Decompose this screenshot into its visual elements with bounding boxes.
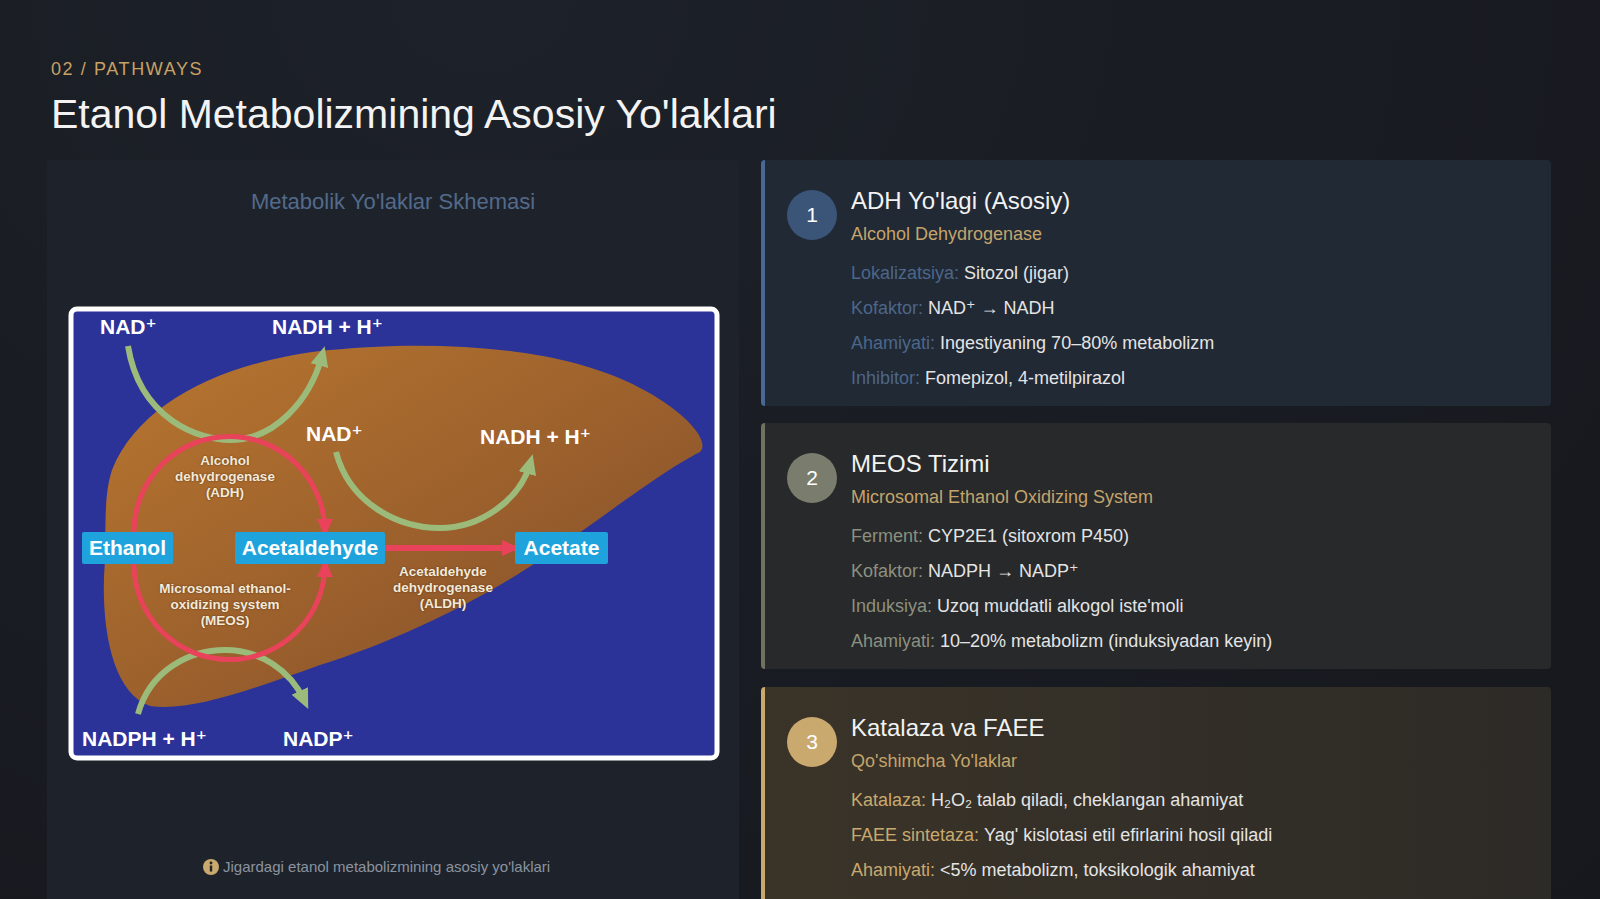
cofactor-label: NADH + H⁺	[272, 315, 383, 339]
metabolite-box: Acetaldehyde	[235, 532, 385, 564]
metabolite-name: Acetate	[524, 536, 600, 560]
card-subtitle: Qo'shimcha Yo'laklar	[851, 749, 1017, 773]
card-heading: Katalaza va FAEE	[851, 713, 1044, 743]
metabolite-box: Acetate	[515, 532, 608, 564]
property-value: H₂O₂ talab qiladi, cheklangan ahamiyat	[931, 790, 1243, 810]
property-row: Lokalizatsiya:Sitozol (jigar)	[851, 261, 1069, 285]
property-row: Inhibitor:Fomepizol, 4-metilpirazol	[851, 366, 1125, 390]
property-value: NAD⁺ → NADH	[928, 298, 1055, 318]
property-key: Ahamiyati:	[851, 631, 935, 651]
property-row: Kofaktor:NAD⁺ → NADH	[851, 296, 1055, 320]
step-number: 1	[806, 203, 818, 227]
pathway-card: Katalaza va FAEE Qo'shimcha Yo'laklarKata…	[761, 687, 1551, 899]
metabolite-name: Ethanol	[89, 536, 166, 560]
property-row: Ahamiyati:10–20% metabolizm (induksiyada…	[851, 629, 1272, 653]
cofactor-label: NAD⁺	[306, 422, 363, 446]
property-value: Ingestiyaning 70–80% metabolizm	[940, 333, 1214, 353]
property-value: Uzoq muddatli alkogol iste'moli	[937, 596, 1184, 616]
property-value: NADPH → NADP⁺	[928, 561, 1079, 581]
property-key: Lokalizatsiya:	[851, 263, 959, 283]
property-row: Ahamiyati:<5% metabolizm, toksikologik a…	[851, 858, 1255, 882]
property-row: FAEE sintetaza:Yag' kislotasi etil efirl…	[851, 823, 1272, 847]
cofactor-label: NAD⁺	[100, 315, 157, 339]
enzyme-label: Alcohol dehydrogenase (ADH)	[165, 453, 285, 501]
section-kicker: 02 / PATHWAYS	[51, 58, 203, 80]
property-key: FAEE sintetaza:	[851, 825, 979, 845]
property-row: Induksiya:Uzoq muddatli alkogol iste'mol…	[851, 594, 1184, 618]
property-key: Inhibitor:	[851, 368, 920, 388]
property-value: Yag' kislotasi etil efirlarini hosil qil…	[984, 825, 1272, 845]
property-value: CYP2E1 (sitoxrom P450)	[928, 526, 1129, 546]
cofactor-label: NADH + H⁺	[480, 425, 591, 449]
property-key: Katalaza:	[851, 790, 926, 810]
property-row: Kofaktor:NADPH → NADP⁺	[851, 559, 1079, 583]
property-row: Katalaza:H₂O₂ talab qiladi, cheklangan a…	[851, 788, 1243, 812]
figure-caption: Jigardagi etanol metabolizmining asosiy …	[223, 857, 550, 877]
property-key: Ahamiyati:	[851, 333, 935, 353]
cofactor-label: NADPH + H⁺	[82, 727, 207, 751]
step-badge: 1	[787, 190, 837, 240]
diagram-panel: Metabolik Yo'laklar SkhemasiEthanolAceta…	[47, 160, 739, 899]
slide-title: Etanol Metabolizmining Asosiy Yo'laklari	[51, 90, 777, 138]
card-subtitle: Microsomal Ethanol Oxidizing System	[851, 485, 1153, 509]
property-key: Induksiya:	[851, 596, 932, 616]
pathway-card: MEOS TizimiMicrosomal Ethanol Oxidizing …	[761, 423, 1551, 669]
metabolite-name: Acetaldehyde	[242, 536, 379, 560]
property-key: Ahamiyati:	[851, 860, 935, 880]
property-value: Sitozol (jigar)	[964, 263, 1069, 283]
pathway-card: ADH Yo'lagi (Asosiy) Alcohol Dehydrogenas…	[761, 160, 1551, 406]
property-value: 10–20% metabolizm (induksiyadan keyin)	[940, 631, 1272, 651]
step-number: 3	[806, 730, 818, 754]
enzyme-label: Acetaldehyde dehydrogenase (ALDH)	[378, 564, 508, 612]
property-key: Kofaktor:	[851, 561, 923, 581]
step-badge: 3	[787, 717, 837, 767]
panel-heading: Metabolik Yo'laklar Skhemasi	[47, 188, 739, 216]
card-heading: ADH Yo'lagi (Asosiy)	[851, 186, 1070, 216]
enzyme-label: Microsomal ethanol-oxidizing system (MEO…	[155, 581, 295, 629]
step-number: 2	[806, 466, 818, 490]
property-value: <5% metabolizm, toksikologik ahamiyat	[940, 860, 1255, 880]
step-badge: 2	[787, 453, 837, 503]
card-heading: MEOS Tizimi	[851, 449, 990, 479]
property-row: Ferment:CYP2E1 (sitoxrom P450)	[851, 524, 1129, 548]
property-row: Ahamiyati:Ingestiyaning 70–80% metaboliz…	[851, 331, 1214, 355]
metabolite-box: Ethanol	[82, 532, 173, 564]
card-subtitle: Alcohol Dehydrogenase	[851, 222, 1042, 246]
property-key: Ferment:	[851, 526, 923, 546]
property-value: Fomepizol, 4-metilpirazol	[925, 368, 1125, 388]
cofactor-label: NADP⁺	[283, 727, 354, 751]
property-key: Kofaktor:	[851, 298, 923, 318]
